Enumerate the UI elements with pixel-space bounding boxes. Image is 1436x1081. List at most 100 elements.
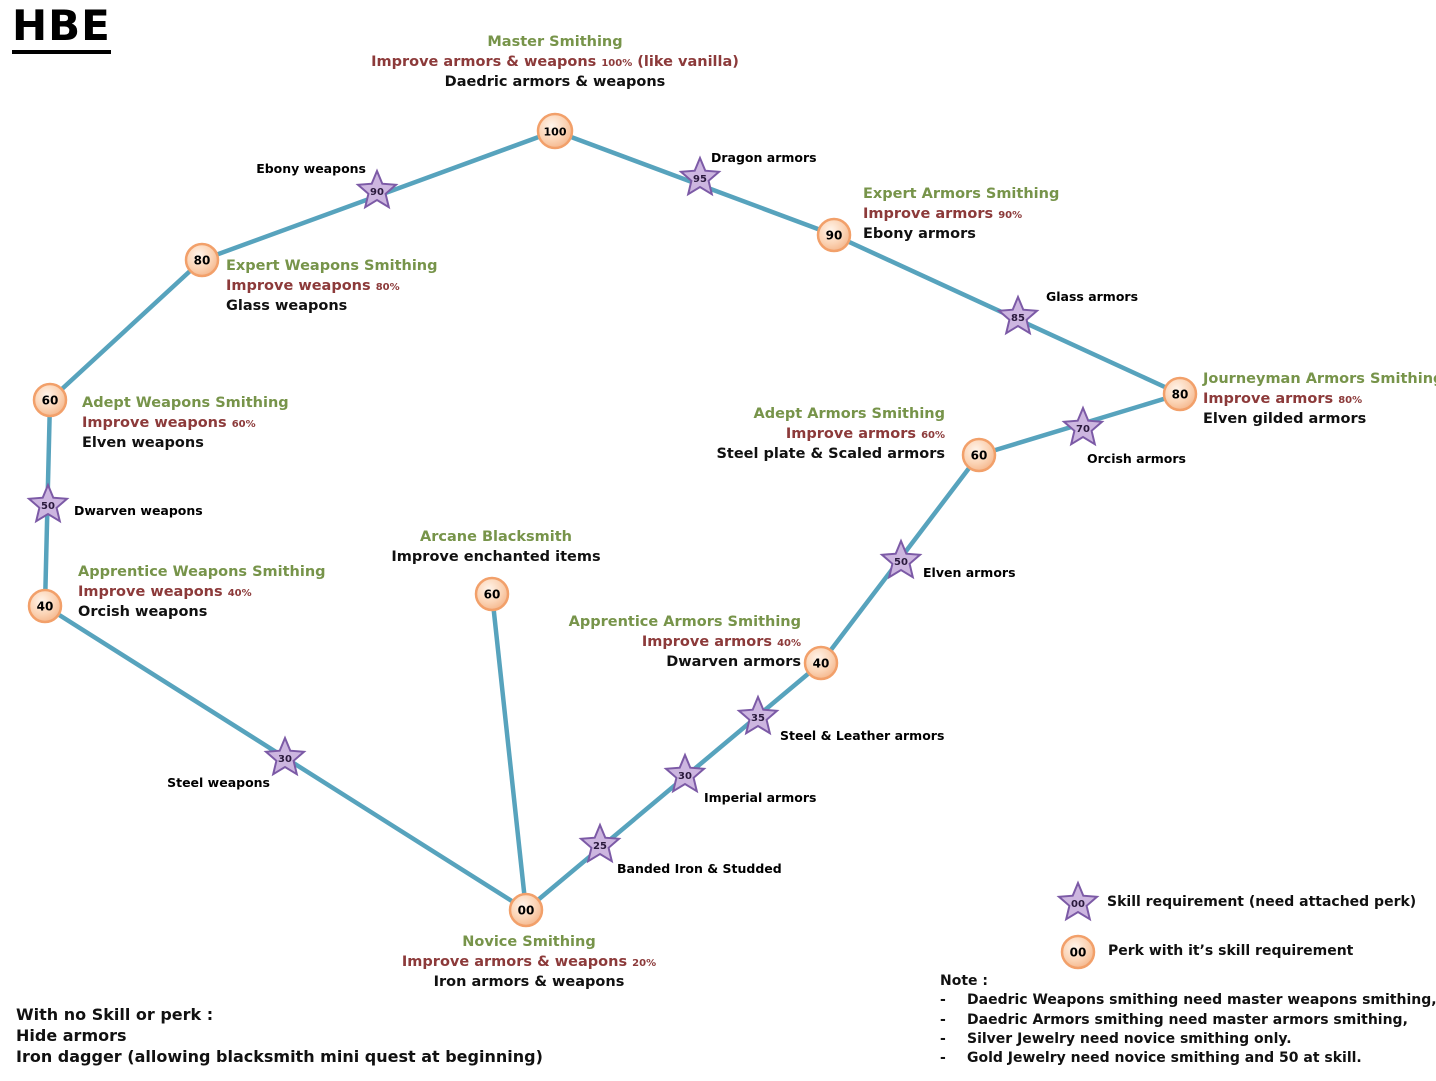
perk-value: 80 [194,254,211,268]
perk-circle [474,576,510,612]
perk-name: Master Smithing [487,34,623,50]
perk-label-expert-armors: Expert Armors Smithing Improve armors 90… [863,185,1059,245]
star-value: 90 [370,187,384,198]
perk-label-apprentice-armors: Apprentice Armors Smithing Improve armor… [569,613,801,673]
star-value: 50 [41,501,55,512]
perk-unlocks: Improve enchanted items [391,548,601,565]
perk-value: 100 [544,126,567,139]
skill-star-banded-iron: 25 Banded Iron & Studded [578,822,782,876]
perk-improve: Improve weapons 80% [226,277,400,294]
perk-node-novice: 00 [508,892,544,928]
star-label: Dwarven weapons [74,503,203,518]
perk-label-master: Master Smithing Improve armors & weapons… [371,33,739,93]
perk-circle [961,437,997,473]
star-icon [1061,405,1105,447]
notes-section: Note : -Daedric Weapons smithing need ma… [940,972,1436,1068]
skill-star-glass-armors: 85 Glass armors [996,289,1138,336]
perk-node-adept-armors: 60 [961,437,997,473]
skill-star-dragon-armors: 95 Dragon armors [678,150,817,197]
star-value: 50 [894,557,908,568]
star-icon [578,822,622,864]
star-label: Orcish armors [1087,451,1186,466]
perk-improve: Improve armors 40% [641,633,801,650]
edges [42,128,1183,913]
page-title: HBE [12,4,111,54]
perk-improve: Improve armors 90% [863,205,1023,222]
skill-star-steel-leather-armors: 35 Steel & Leather armors [736,694,944,743]
perk-circle [816,217,852,253]
perk-name: Expert Armors Smithing [863,186,1060,202]
note-item: -Daedric Armors smithing need master arm… [940,1011,1408,1028]
perk-label-adept-weapons: Adept Weapons Smithing Improve weapons 6… [82,394,289,454]
perk-circle [27,588,63,624]
perk-node-expert-weapons: 80 [184,242,220,278]
legend-star: 00 [1056,880,1100,922]
star-label: Steel & Leather armors [780,728,944,743]
perk-unlocks: Iron armors & weapons [433,974,625,990]
perk-node-arcane: 60 [474,576,510,612]
perk-name: Journeyman Armors Smithing [1203,371,1436,387]
star-value: 30 [278,754,292,765]
perk-unlocks: Orcish weapons [78,604,208,620]
legend-perk-value: 00 [1070,946,1087,960]
skill-star-steel-weapons: 30 Steel weapons [167,735,307,790]
perk-unlocks: Steel plate & Scaled armors [716,446,945,462]
perk-circle [803,645,839,681]
skill-star-elven-armors: 50 Elven armors [879,538,1016,580]
skill-star-ebony-weapons: 90 Ebony weapons [256,161,399,210]
skill-star-dwarven-weapons: 50 Dwarven weapons [26,482,203,524]
edge-adept-expert-weapons [47,257,205,403]
perk-improve: Improve armors 60% [785,425,945,442]
perk-node-journeyman-armors: 80 [1162,376,1198,412]
perk-value: 60 [484,588,501,602]
star-icon [879,538,923,580]
perk-node-expert-armors: 90 [816,217,852,253]
perk-unlocks: Daedric armors & weapons [444,74,666,90]
star-label: Imperial armors [704,790,816,805]
star-icon [1056,880,1100,922]
legend-star-value: 00 [1071,899,1085,910]
perk-name: Apprentice Weapons Smithing [78,564,326,580]
star-value: 95 [693,174,707,185]
star-value: 35 [751,713,765,724]
perk-value: 40 [37,600,54,614]
legend-perk-text: Perk with it’s skill requirement [1108,943,1354,959]
perk-name: Adept Armors Smithing [753,406,945,422]
perk-circle [1060,934,1096,970]
perk-circle [1162,376,1198,412]
perk-label-expert-weapons: Expert Weapons Smithing Improve weapons … [226,257,438,317]
star-value: 85 [1011,313,1025,324]
perk-value: 60 [971,449,988,463]
star-label: Banded Iron & Studded [617,861,782,876]
perk-improve: Improve weapons 40% [78,583,252,600]
perk-improve: Improve armors & weapons 100% (like vani… [371,53,739,70]
perk-value: 80 [1172,388,1189,402]
perk-improve: Improve armors 80% [1203,390,1363,407]
perk-name: Apprentice Armors Smithing [568,614,801,630]
perk-label-journeyman-armors: Journeyman Armors Smithing Improve armor… [1203,370,1436,430]
perk-node-adept-weapons: 60 [32,382,68,418]
perk-unlocks: Elven weapons [82,435,204,451]
star-label: Ebony weapons [256,161,366,176]
perk-circle [536,112,574,150]
perk-name: Expert Weapons Smithing [226,258,438,274]
legend-star-text: Skill requirement (need attached perk) [1107,894,1417,910]
perk-label-adept-armors: Adept Armors Smithing Improve armors 60%… [716,405,945,465]
star-value: 30 [678,771,692,782]
perk-label-apprentice-weapons: Apprentice Weapons Smithing Improve weap… [78,563,326,623]
star-label: Glass armors [1046,289,1138,304]
perk-unlocks: Glass weapons [226,298,348,314]
star-icon [996,294,1040,336]
note-item: -Daedric Weapons smithing need master we… [940,992,1436,1009]
perk-value: 90 [826,229,843,243]
perk-unlocks: Ebony armors [863,226,976,242]
star-label: Dragon armors [711,150,817,165]
perk-improve: Improve weapons 60% [82,414,256,431]
perk-label-novice: Novice Smithing Improve armors & weapons… [402,933,656,993]
perk-unlocks: Dwarven armors [666,654,801,670]
star-value: 25 [593,841,607,852]
perk-value: 00 [518,904,535,918]
star-value: 70 [1076,424,1090,435]
no-skill-item: Iron dagger (allowing blacksmith mini qu… [16,1047,543,1066]
